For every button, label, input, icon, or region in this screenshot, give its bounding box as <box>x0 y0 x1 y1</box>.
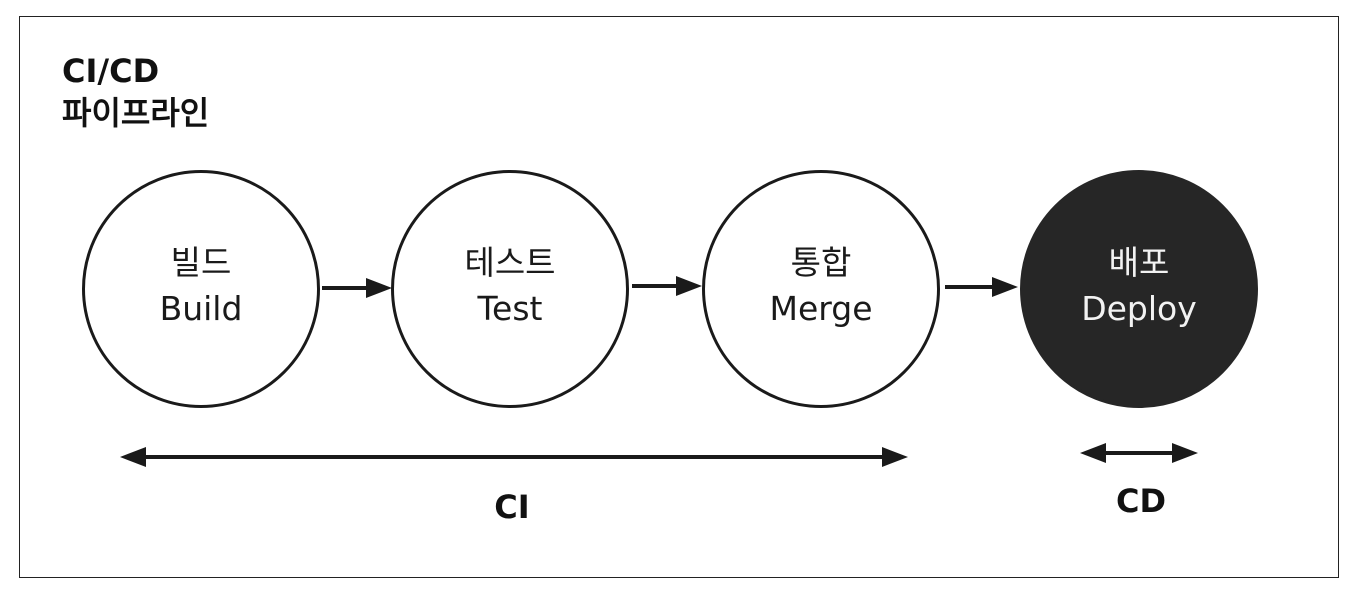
node-deploy-label-en: Deploy <box>1081 289 1197 328</box>
node-test: 테스트 Test <box>391 170 629 408</box>
node-merge-label-en: Merge <box>769 289 873 328</box>
cd-range-label: CD <box>1115 482 1167 520</box>
node-deploy-label-ko: 배포 <box>1108 243 1170 282</box>
cd-range-arrow <box>1080 443 1198 463</box>
node-build-label-ko: 빌드 <box>170 243 232 282</box>
node-merge-label-ko: 통합 <box>790 243 852 282</box>
ci-range-arrow <box>120 447 908 467</box>
node-build-label-en: Build <box>159 289 243 328</box>
flow-arrow-merge-deploy <box>945 277 1018 297</box>
diagram-title: CI/CD 파이프라인 <box>62 50 209 134</box>
node-deploy: 배포 Deploy <box>1020 170 1258 408</box>
title-line-2: 파이프라인 <box>62 94 210 132</box>
title-line-1: CI/CD <box>62 52 160 90</box>
node-merge: 통합 Merge <box>702 170 940 408</box>
ci-range-label: CI <box>494 488 530 526</box>
node-build: 빌드 Build <box>82 170 320 408</box>
flow-arrow-test-merge <box>632 276 702 296</box>
node-test-label-ko: 테스트 <box>464 243 556 282</box>
flow-arrow-build-test <box>322 278 392 298</box>
node-test-label-en: Test <box>477 289 543 328</box>
diagram-frame <box>19 16 1339 578</box>
